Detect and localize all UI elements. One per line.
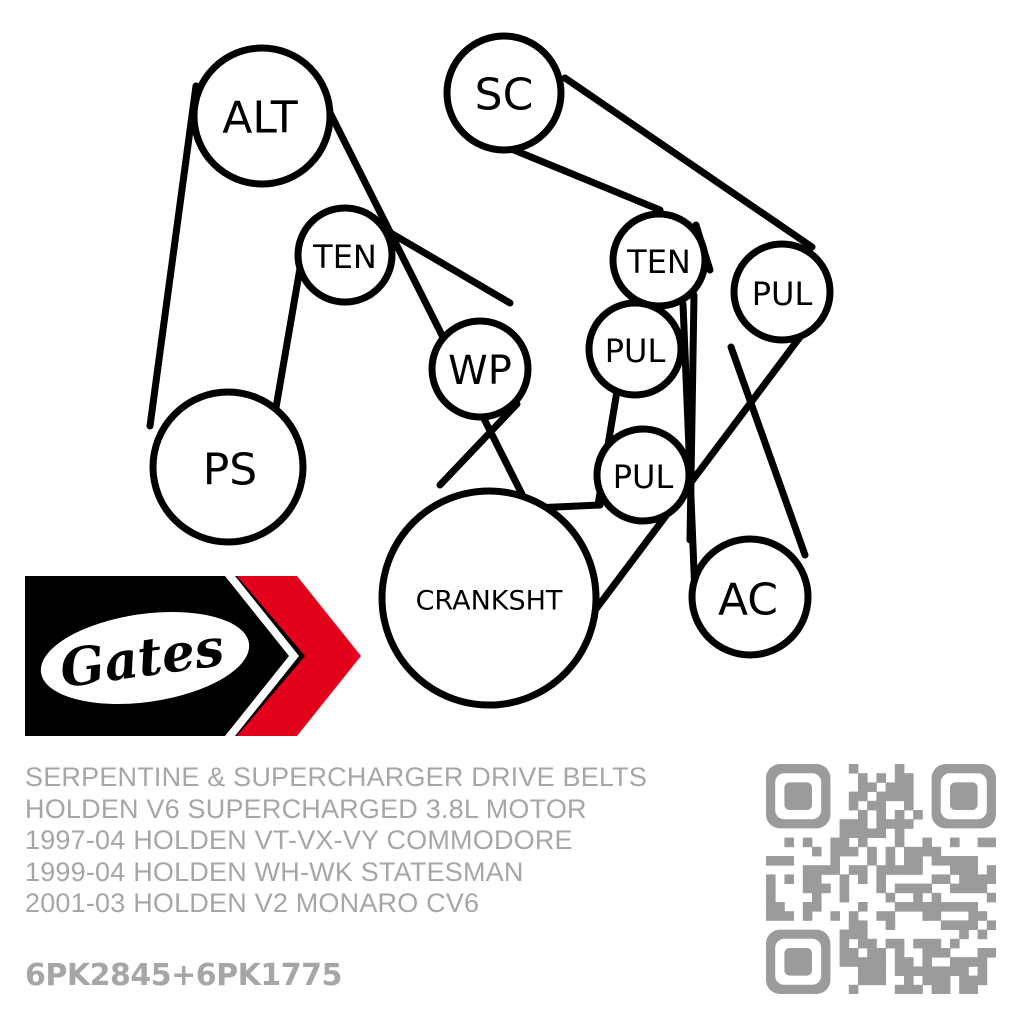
- crank-pulley: CRANKSHT: [378, 487, 600, 709]
- info-line-monaro: 2001-03 HOLDEN V2 MONARO CV6: [25, 888, 480, 918]
- pul-mid-label: PUL: [605, 332, 666, 370]
- pul-right-pulley: PUL: [730, 240, 834, 344]
- info-line-commodore: 1997-04 HOLDEN VT-VX-VY COMMODORE: [25, 825, 573, 855]
- ps-pulley: PS: [149, 388, 307, 546]
- pul-low-label: PUL: [613, 458, 674, 496]
- qr-code: [766, 764, 996, 994]
- info-line-engine: HOLDEN V6 SUPERCHARGED 3.8L MOTOR: [25, 793, 587, 824]
- sc-pulley: SC: [443, 32, 565, 154]
- belt-routing-diagram: ALT SC TEN TEN PUL WP PUL PS PUL CRANKSH…: [146, 32, 834, 709]
- pul-low-pulley: PUL: [593, 425, 693, 525]
- crank-label: CRANKSHT: [416, 586, 563, 617]
- logo-registered-mark: ®: [235, 668, 249, 684]
- ac-pulley: AC: [688, 535, 812, 659]
- info-line-statesman: 1999-04 HOLDEN WH-WK STATESMAN: [25, 856, 524, 887]
- alt-pulley: ALT: [190, 44, 334, 188]
- wp-pulley: WP: [428, 317, 532, 421]
- part-number: 6PK2845+6PK1775: [25, 958, 342, 993]
- ten-left-label: TEN: [312, 238, 377, 276]
- alt-label: ALT: [222, 93, 298, 144]
- ac-label: AC: [718, 575, 778, 626]
- pul-mid-pulley: PUL: [585, 299, 685, 399]
- logo-red-chevron: [235, 576, 361, 736]
- logo-oval: [40, 612, 250, 704]
- ten-right-pulley: TEN: [609, 210, 709, 310]
- ps-label: PS: [203, 445, 257, 496]
- info-line-title: SERPENTINE & SUPERCHARGER DRIVE BELTS: [25, 762, 648, 792]
- pul-right-label: PUL: [752, 275, 813, 313]
- wp-label: WP: [448, 348, 512, 394]
- gates-logo: Gates ®: [25, 576, 361, 736]
- ten-left-pulley: TEN: [294, 204, 396, 306]
- sc-label: SC: [475, 70, 534, 121]
- ten-right-label: TEN: [626, 243, 691, 281]
- vehicle-info: SERPENTINE & SUPERCHARGER DRIVE BELTS HO…: [25, 762, 725, 920]
